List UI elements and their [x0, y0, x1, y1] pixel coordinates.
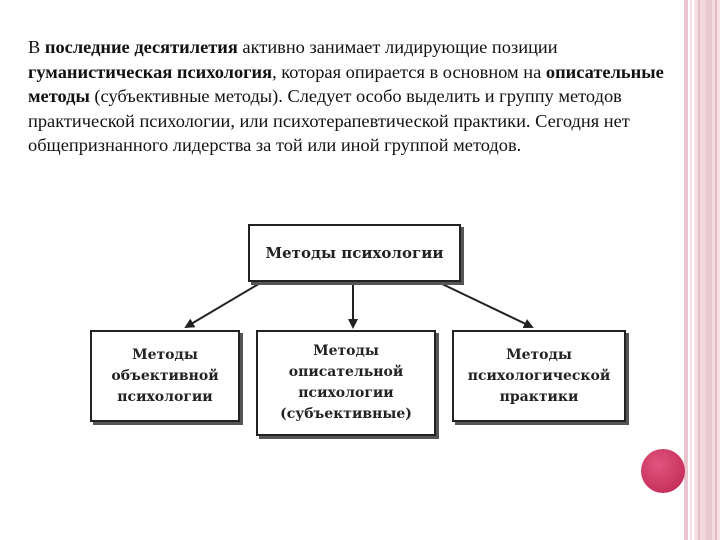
arrow-left [184, 281, 263, 329]
decorative-circle-icon [641, 449, 685, 493]
text-run: , которая опирается в основном на [272, 61, 546, 82]
practical-methods-label: Методы психологической практики [467, 346, 611, 405]
border-stripe [698, 0, 700, 540]
objective-methods-box: Методы объективной психологии [90, 330, 240, 422]
text-run: В [28, 37, 45, 57]
practical-methods-box: Методы психологической практики [452, 330, 626, 422]
text-run: активно занимает лидирующие позиции [237, 37, 558, 57]
bold-run: гуманистическая психология [28, 61, 273, 82]
root-method-box: Методы психологии [248, 224, 461, 282]
bold-run: последние десятилетия [44, 37, 238, 57]
decorative-border [684, 0, 720, 540]
border-stripe [706, 0, 712, 540]
objective-methods-label: Методы объективной психологии [111, 346, 219, 405]
bold-run: описательные методы [28, 61, 664, 107]
methods-diagram: Методы психологии Методы объективной пси… [86, 218, 646, 440]
root-method-label: Методы психологии [265, 243, 444, 262]
text-run: (субъективные методы). Следует особо выд… [28, 86, 630, 155]
border-stripe [684, 0, 688, 540]
diagram-arrows [184, 281, 534, 329]
descriptive-methods-label: Методы описательной психологии (субъекти… [280, 343, 412, 422]
border-stripe [690, 0, 692, 540]
descriptive-methods-box: Методы описательной психологии (субъекти… [256, 330, 436, 436]
arrow-right [437, 281, 534, 329]
body-paragraph: В последние десятилетия активно занимает… [28, 35, 683, 158]
border-stripe [715, 0, 717, 540]
